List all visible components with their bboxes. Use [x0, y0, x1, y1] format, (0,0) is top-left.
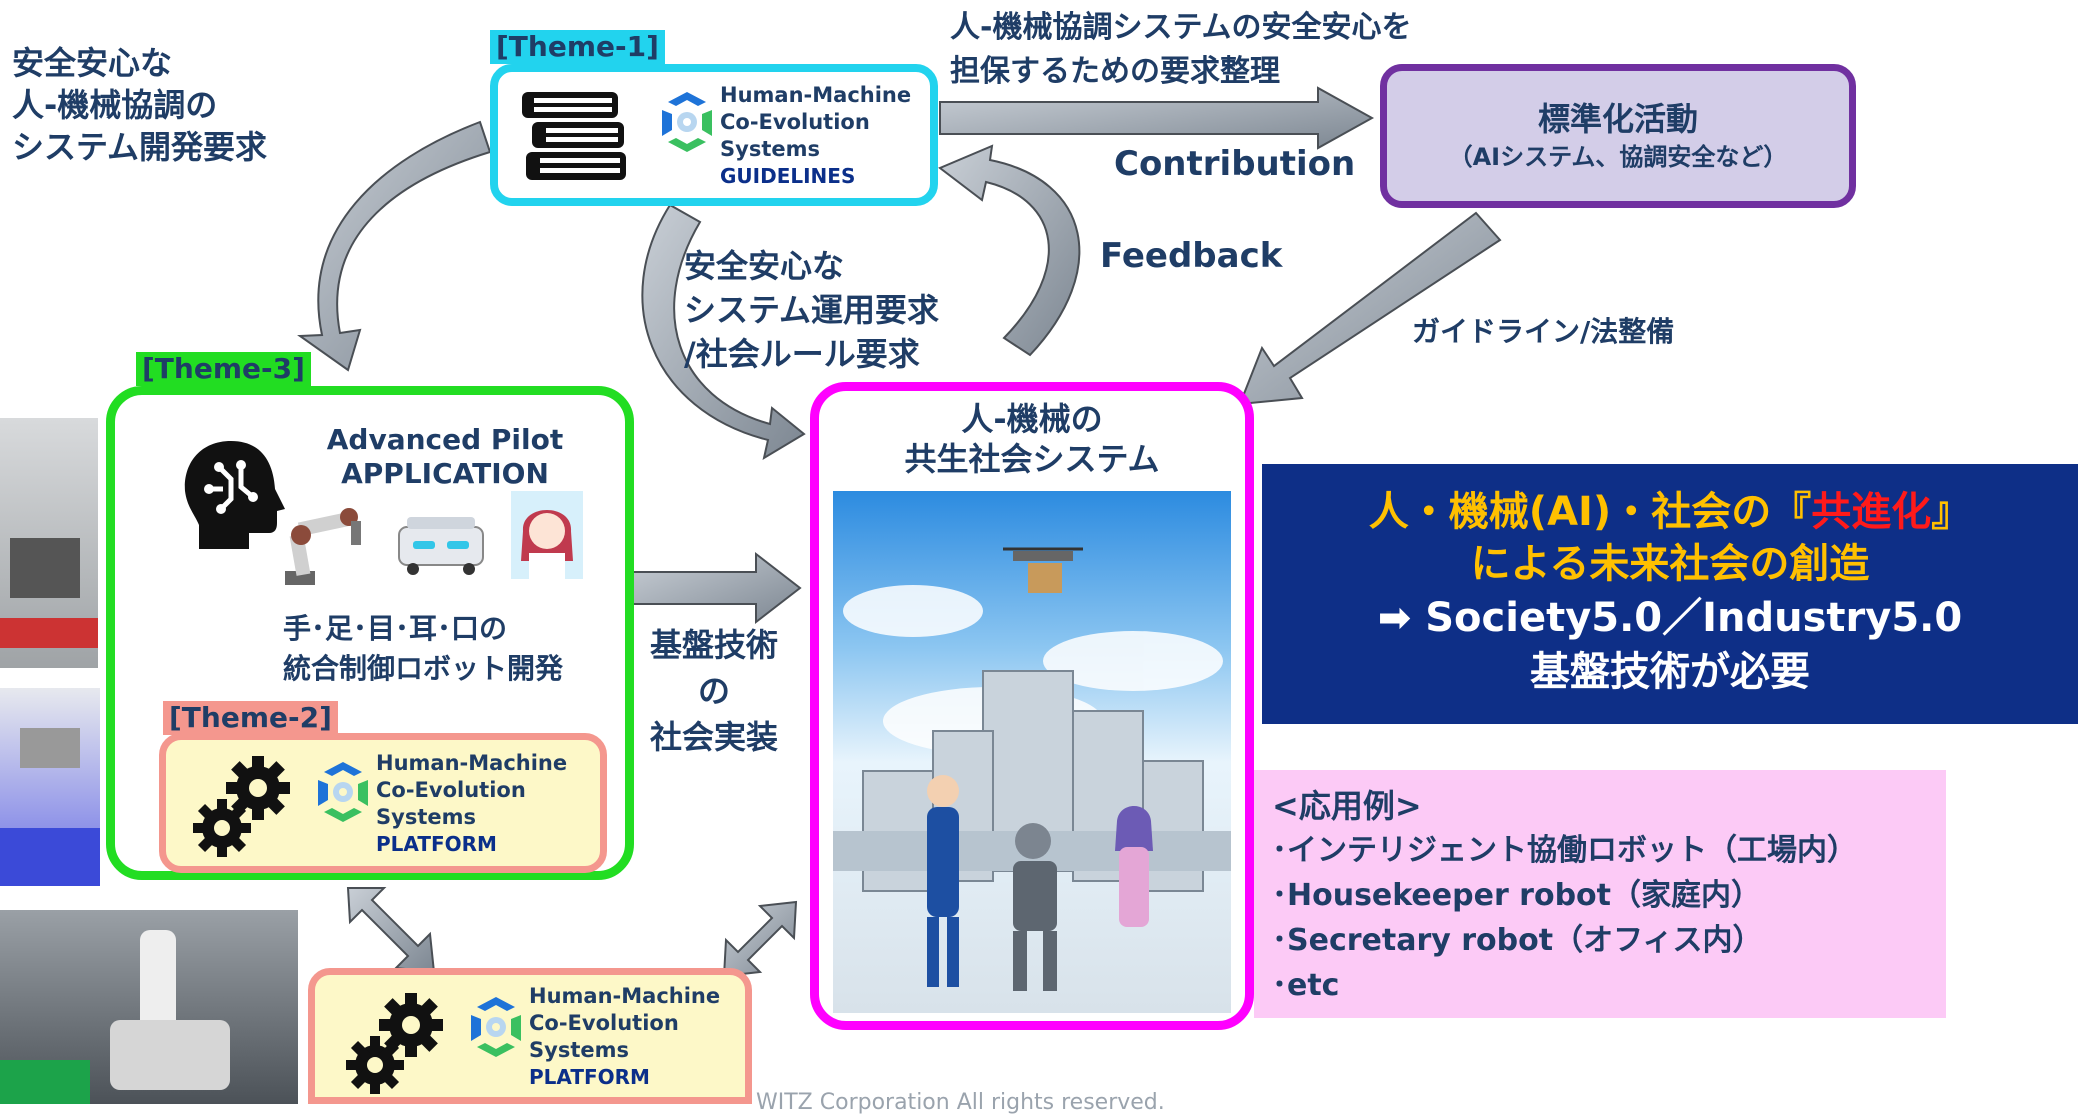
- left-heading-line: システム開発要求: [12, 128, 268, 166]
- coevolution-line1-post: 』: [1931, 489, 1972, 535]
- theme3-desc-line: 手･足･目･耳･口の: [283, 612, 508, 645]
- theme2-platform-box: Human-Machine Co-Evolution Systems PLATF…: [159, 733, 607, 873]
- coevolution-line1: 人・機械(AI)・社会の『共進化』: [1262, 486, 2078, 538]
- coevolution-line3: ➡ Society5.0／Industry5.0: [1377, 595, 1963, 641]
- ops-requirements-line: /社会ルール要求: [684, 335, 920, 373]
- implementation-label: 基盤技術 の 社会実装: [634, 622, 794, 760]
- theme3-desc-line: 統合制御ロボット開発: [283, 652, 564, 685]
- theme3-title-line1: Advanced Pilot: [326, 423, 564, 456]
- society-title-line1: 人-機械の: [961, 400, 1103, 438]
- coevolution-line1-pre: 人・機械(AI)・社会の『: [1368, 489, 1812, 535]
- logo-line: Systems: [529, 1038, 629, 1062]
- application-item: ･Secretary robot（オフィス内）: [1272, 923, 1763, 958]
- arrow-feedback: [938, 144, 1081, 357]
- coevolution-highlight: 共進化: [1811, 489, 1932, 535]
- feedback-label: Feedback: [1100, 236, 1283, 276]
- bottom-platform-box: Human-Machine Co-Evolution Systems PLATF…: [308, 968, 752, 1104]
- coevolution-panel: 人・機械(AI)・社会の『共進化』 による未来社会の創造 ➡ Society5.…: [1262, 464, 2078, 724]
- implementation-line: の: [697, 672, 730, 710]
- arrow-theme1-to-society: [641, 203, 806, 461]
- logo-line: Systems: [720, 137, 820, 161]
- books-icon: [522, 92, 626, 180]
- robot-sim-image: [0, 688, 100, 886]
- standardization-title: 標準化活動: [1537, 100, 1698, 138]
- future-society-illustration: [833, 491, 1231, 1013]
- left-heading: 安全安心な 人-機械協調の システム開発要求: [12, 42, 267, 168]
- theme3-label: [Theme-3]: [136, 352, 311, 386]
- person-figure: [927, 775, 959, 987]
- society-title-line2: 共生社会システム: [904, 440, 1160, 478]
- robot-arm-image: [0, 910, 298, 1104]
- society-system-box: 人-機械の 共生社会システム: [810, 382, 1254, 1030]
- logo-line: Human-Machine: [376, 751, 568, 775]
- society-title: 人-機械の 共生社会システム: [819, 391, 1245, 479]
- standardization-box: 標準化活動 （AIシステム、協調安全など）: [1380, 64, 1856, 208]
- arrow-to-standardization: [939, 86, 1375, 150]
- copyright: WITZ Corporation All rights reserved.: [756, 1090, 1165, 1115]
- brain-head-icon: [184, 441, 285, 549]
- standardization-subtitle: （AIシステム、協調安全など）: [1448, 143, 1788, 171]
- gears-icon: [346, 993, 443, 1094]
- application-item: ･Housekeeper robot（家庭内）: [1272, 878, 1762, 913]
- girl-figure: [1115, 806, 1153, 927]
- logo-line: GUIDELINES: [720, 164, 856, 188]
- factory-sim-image: [0, 418, 98, 668]
- avatar-girl-icon: [511, 491, 583, 579]
- guideline-law-label: ガイドライン/法整備: [1412, 315, 1675, 348]
- logo-line: PLATFORM: [529, 1065, 650, 1089]
- arrow-implementation: [631, 551, 802, 625]
- coevolution-line2: による未来社会の創造: [1470, 541, 1870, 587]
- coevolution-line4: 基盤技術が必要: [1530, 649, 1810, 695]
- logo-line: Systems: [376, 805, 476, 829]
- ops-requirements-line: システム運用要求: [684, 291, 940, 329]
- hmces-logo-icon: [318, 762, 368, 822]
- theme2-logo-text: Human-Machine Co-Evolution Systems PLATF…: [376, 750, 567, 858]
- hmces-logo-icon: [662, 92, 712, 152]
- logo-line: Co-Evolution: [529, 1011, 679, 1035]
- top-arrow-text: 人-機械協調システムの安全安心を 担保するための要求整理: [950, 6, 1412, 94]
- theme3-title-line2: APPLICATION: [341, 457, 549, 490]
- left-heading-line: 安全安心な: [12, 44, 173, 82]
- implementation-line: 基盤技術: [649, 626, 778, 664]
- arrow-guideline-law: [1238, 211, 1502, 406]
- arrow-platform-to-society: [722, 900, 798, 978]
- guidelines-logo-text: Human-Machine Co-Evolution Systems GUIDE…: [720, 82, 911, 190]
- arrow-theme-to-platform: [346, 887, 436, 974]
- theme2-label: [Theme-2]: [163, 701, 338, 735]
- application-header: <応用例>: [1272, 787, 1422, 825]
- ops-requirements-line: 安全安心な: [684, 247, 845, 285]
- application-item: ･インテリジェント協働ロボット（工場内）: [1272, 833, 1857, 868]
- theme3-application-box: Advanced Pilot APPLICATION 手･足･目･耳･口の 統合…: [106, 386, 634, 880]
- theme1-guidelines-box: Human-Machine Co-Evolution Systems GUIDE…: [490, 64, 938, 206]
- logo-line: Human-Machine: [720, 83, 912, 107]
- top-arrow-line: 人-機械協調システムの安全安心を: [950, 10, 1412, 45]
- logo-line: Human-Machine: [529, 984, 721, 1008]
- hmces-logo-icon: [471, 997, 521, 1057]
- mobile-robot-icon: [398, 517, 484, 575]
- theme3-title: Advanced Pilot APPLICATION: [315, 423, 575, 491]
- theme1-label: [Theme-1]: [490, 30, 665, 64]
- drone-icon: [1003, 547, 1083, 593]
- application-item: ･etc: [1272, 968, 1340, 1003]
- logo-line: Co-Evolution: [376, 778, 526, 802]
- implementation-line: 社会実装: [649, 718, 778, 756]
- logo-line: PLATFORM: [376, 832, 497, 856]
- logo-line: Co-Evolution: [720, 110, 870, 134]
- theme3-description: 手･足･目･耳･口の 統合制御ロボット開発: [283, 609, 563, 689]
- top-arrow-line: 担保するための要求整理: [950, 54, 1280, 89]
- robot-arm-icon: [285, 508, 361, 585]
- left-heading-line: 人-機械協調の: [12, 86, 218, 124]
- arrow-theme1-to-theme3: [297, 120, 492, 372]
- gears-icon: [193, 756, 290, 857]
- robot-figure: [1013, 823, 1057, 991]
- application-examples-box: <応用例> ･インテリジェント協働ロボット（工場内） ･Housekeeper …: [1254, 770, 1946, 1018]
- contribution-label: Contribution: [1114, 144, 1356, 184]
- ops-requirements: 安全安心な システム運用要求 /社会ルール要求: [684, 244, 939, 376]
- platform-logo-text: Human-Machine Co-Evolution Systems PLATF…: [529, 983, 720, 1091]
